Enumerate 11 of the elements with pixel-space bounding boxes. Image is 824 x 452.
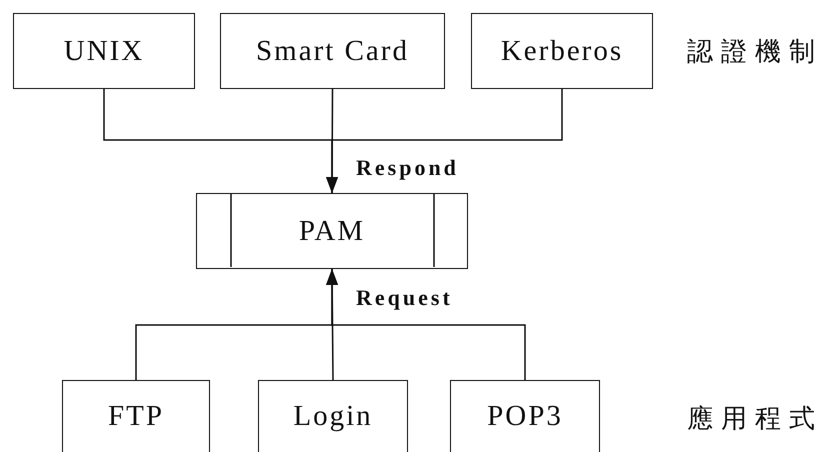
process-box: Kerberos [471, 13, 653, 89]
process-box: Smart Card [220, 13, 445, 89]
predefined-process-box: PAM [196, 193, 468, 269]
process-box: Login [258, 380, 408, 452]
process-box: FTP [62, 380, 210, 452]
arrow [326, 89, 563, 193]
process-box: UNIX [13, 13, 195, 89]
row-label: 認證機制 [687, 39, 823, 65]
row-label: 應用程式 [687, 406, 823, 432]
process-box: POP3 [450, 380, 600, 452]
arrow [326, 269, 526, 380]
